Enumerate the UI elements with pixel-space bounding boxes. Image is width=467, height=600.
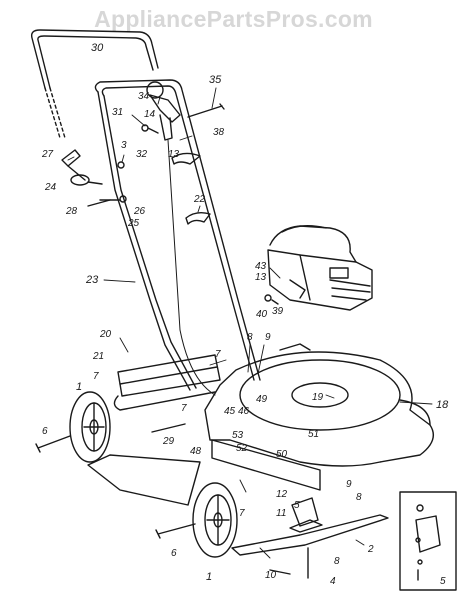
callout-31: 31: [112, 107, 124, 118]
callout-21: 21: [93, 351, 105, 362]
callout-29: 29: [163, 436, 175, 447]
bolt-10: [269, 569, 291, 575]
callout-8-lower: 8: [356, 492, 362, 503]
blade: [231, 514, 389, 556]
callout-49: 49: [256, 394, 268, 405]
callout-30: 30: [91, 42, 104, 54]
callout-1-rear: 1: [76, 381, 83, 393]
callout-9-lower: 9: [346, 479, 352, 490]
mower-deck: [204, 343, 434, 491]
callout-7-front: 7: [239, 508, 245, 519]
callout-13-upper: 13: [168, 149, 180, 160]
rod-35: [187, 103, 225, 118]
lower-handle: [94, 79, 261, 391]
callout-46: 46: [238, 406, 250, 417]
callout-3: 3: [121, 140, 127, 151]
callout-11: 11: [276, 508, 287, 519]
engine: [264, 225, 373, 311]
callout-14: 14: [144, 109, 156, 120]
callout-2: 2: [368, 544, 374, 555]
clip-22: [185, 211, 211, 225]
grass-deflector: [87, 454, 201, 506]
rear-flap: [113, 354, 221, 411]
callout-40: 40: [256, 309, 268, 320]
callout-7-flap: 7: [215, 349, 221, 360]
control-assembly: [141, 81, 181, 141]
callout-1-front: 1: [206, 571, 213, 583]
callout-5-main: 5: [294, 500, 300, 511]
callout-9-upper: 9: [265, 332, 271, 343]
callout-8-blade: 8: [334, 556, 340, 567]
callout-7-mid: 7: [181, 403, 187, 414]
callout-24: 24: [45, 182, 57, 193]
front-wheel: [192, 482, 238, 558]
bolt-28: [87, 199, 111, 207]
callout-48: 48: [190, 446, 202, 457]
callout-23: 23: [86, 274, 99, 286]
callout-50: 50: [276, 449, 288, 460]
callout-51: 51: [308, 429, 320, 440]
bolt-6-rear: [35, 435, 71, 453]
callout-39: 39: [272, 306, 284, 317]
callout-6-rear: 6: [42, 426, 48, 437]
bolt-6-front: [155, 523, 196, 539]
callout-53: 53: [232, 430, 244, 441]
callout-45: 45: [224, 406, 236, 417]
rear-wheel: [69, 391, 111, 463]
blade-adapter: [291, 497, 319, 527]
callout-4: 4: [330, 576, 336, 587]
callout-7-rear: 7: [93, 371, 99, 382]
watermark-text: AppliancePartsPros.com: [94, 6, 373, 32]
callout-34: 34: [138, 91, 150, 102]
callout-35: 35: [209, 74, 222, 86]
callout-6-front: 6: [171, 548, 177, 559]
callout-19: 19: [312, 392, 324, 403]
throttle-cable: [167, 139, 216, 396]
callout-25: 25: [128, 218, 140, 229]
callout-12: 12: [276, 489, 288, 500]
callout-20: 20: [100, 329, 112, 340]
bolt-29: [151, 423, 186, 433]
clip-38: [171, 152, 201, 165]
handle-knob: [61, 149, 103, 186]
callout-52: 52: [236, 443, 248, 454]
callout-32: 32: [136, 149, 148, 160]
leader-lines: [67, 87, 433, 559]
upper-handle: [30, 29, 159, 139]
inset-adapter: [399, 491, 457, 591]
nut-26: [119, 195, 127, 203]
callout-10: 10: [265, 570, 277, 581]
callout-27: 27: [42, 149, 54, 160]
callout-8-upper: 8: [247, 332, 253, 343]
callout-13-engine: 13: [255, 272, 267, 283]
callout-43: 43: [255, 261, 267, 272]
callout-22: 22: [194, 194, 206, 205]
callout-5-inset: 5: [440, 576, 446, 587]
callout-18: 18: [436, 399, 449, 411]
washer-3: [117, 161, 125, 169]
callout-28: 28: [66, 206, 78, 217]
callout-38: 38: [213, 127, 225, 138]
callout-26: 26: [134, 206, 146, 217]
